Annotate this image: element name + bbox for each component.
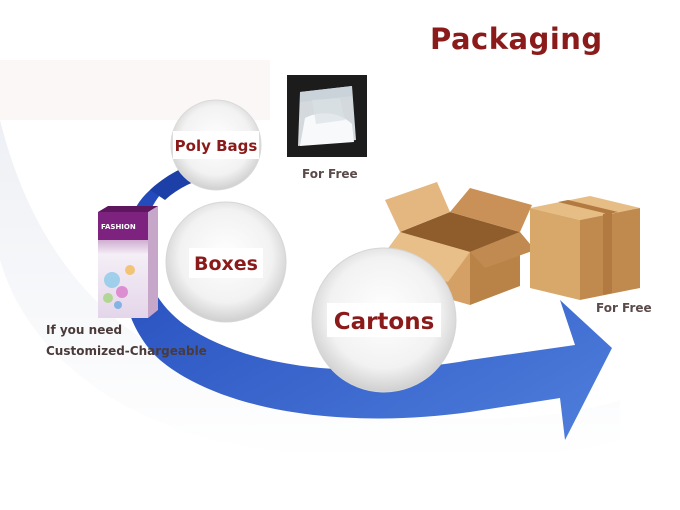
page-title: Packaging	[430, 22, 603, 56]
stage-circle-cartons: Cartons	[311, 247, 457, 393]
stage-circle-poly-bags: Poly Bags	[170, 99, 262, 191]
poly-bag-image	[287, 75, 367, 157]
custom-box-note-line1: If you need	[46, 323, 123, 337]
custom-box-note-line2: Customized-Chargeable	[46, 344, 207, 358]
arrow-shadow	[0, 120, 620, 462]
process-arrow	[121, 160, 612, 440]
stage-label-boxes: Boxes	[194, 253, 258, 275]
carton-caption: For Free	[596, 301, 652, 315]
stage-circle-boxes: Boxes	[165, 201, 287, 323]
custom-box-note: If you need Customized-Chargeable	[46, 320, 207, 362]
box-brand-text: FASHION	[101, 223, 136, 231]
stage-label-cartons: Cartons	[334, 309, 435, 335]
fashion-box-image: FASHION	[98, 206, 158, 318]
closed-carton-image	[530, 196, 640, 300]
stage-label-poly-bags: Poly Bags	[175, 137, 258, 155]
poly-bag-caption: For Free	[302, 167, 358, 181]
